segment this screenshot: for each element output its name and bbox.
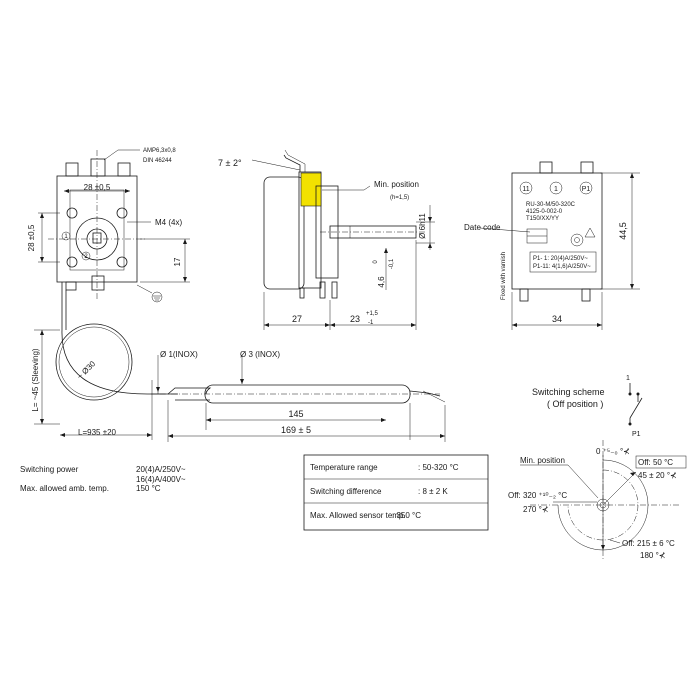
- standard-note: DIN 46244: [143, 158, 172, 164]
- specs-left: Switching power 20(4)A/250V~ 16(4)A/400V…: [20, 465, 186, 493]
- total-length-dim: 169 ± 5: [281, 425, 311, 435]
- spec-switch-diff-label: Switching difference: [310, 487, 382, 496]
- dial-angle-45: 45 ± 20 °⊀: [638, 471, 677, 480]
- side-min-position-sub: (h=1,5): [390, 195, 409, 201]
- specs-table-frame: [303, 454, 489, 531]
- spec-max-sensor-label: Max. Allowed sensor temp.: [310, 511, 406, 520]
- front-terminal-2-label: 2: [84, 254, 88, 260]
- date-code-label: Date code: [464, 223, 501, 232]
- sleeving-note: L= ~45 (Sleeving): [31, 348, 40, 411]
- scheme-pin-1: 1: [626, 375, 630, 382]
- front-screw-hole-br: [116, 256, 128, 268]
- rear-gear-icon: [570, 233, 584, 247]
- spec-switching-power-value-1: 20(4)A/250V~: [136, 465, 186, 474]
- rear-label-line-3: T150/XX/YY: [526, 216, 559, 222]
- fixed-varnish-note: Fixed with varnish: [501, 252, 507, 300]
- front-screw-hole-tl: [66, 207, 78, 219]
- side-bracket: [298, 171, 322, 289]
- spec-max-sensor-value: : 350 °C: [392, 511, 421, 520]
- switching-scheme: Switching scheme ( Off position ) 1 P1: [532, 375, 643, 438]
- dial-zero-label: 0 ⁺⁵₋₀ °⊀: [596, 447, 630, 456]
- screw-note: M4 (4x): [155, 218, 182, 227]
- ground-symbol-icon: [151, 291, 163, 303]
- dial-off-50: Off: 50 °C: [638, 458, 673, 467]
- side-body: [263, 176, 305, 290]
- scheme-subtitle: ( Off position ): [547, 399, 603, 409]
- spec-temp-range-label: Temperature range: [310, 463, 378, 472]
- inox-thin-label: Ø 1(INOX): [160, 350, 198, 359]
- side-mount-plate: [315, 185, 339, 279]
- side-flat-tol-upper: 0: [373, 260, 379, 264]
- rear-body: [511, 172, 603, 290]
- spec-switching-power-label: Switching power: [20, 465, 79, 474]
- side-shaft-dia: Ø 6h11: [418, 213, 427, 239]
- dial-min-position-label: Min. position: [520, 456, 565, 465]
- capillary-view: ~ Ø30 L= ~45 (Sleeving) L=935 ±20 Ø 1(IN…: [31, 323, 446, 442]
- front-top-terminal-right: [117, 162, 131, 177]
- yellow-min-position-marker: [300, 172, 322, 207]
- inox-thick-label: Ø 3 (INOX): [240, 350, 280, 359]
- dial-off-320: Off: 320 ⁺¹⁰₋₂ °C: [508, 491, 567, 500]
- front-width-dim: 28 ±0,5: [84, 183, 111, 192]
- dial-angle-270: 270 °⊀: [523, 505, 548, 514]
- capillary-length-dim: L=935 ±20: [78, 428, 117, 437]
- front-top-terminal-left: [65, 162, 79, 177]
- scheme-title: Switching scheme: [532, 387, 605, 397]
- side-body-depth: 27: [292, 314, 302, 324]
- rear-view: 11 1 P1 RU-30-M/50-320C 4125-0-002-0 T15…: [464, 161, 640, 330]
- rear-width-dim: 34: [552, 314, 562, 324]
- front-offset-dim: 17: [173, 257, 182, 266]
- front-top-terminal-mid: [90, 158, 106, 177]
- side-shaft-len: 23: [350, 314, 360, 324]
- capillary-loop-dia: ~ Ø30: [75, 359, 97, 381]
- rear-label-line-2: 4125-0-002-0: [526, 209, 563, 215]
- side-flat-dim: 4,6: [377, 276, 386, 288]
- spec-temp-range-value: : 50-320 °C: [418, 463, 459, 472]
- rear-mark-p1: P1: [582, 186, 591, 193]
- scheme-pin-p1: P1: [632, 431, 641, 438]
- side-angle-dim: 7 ± 2°: [218, 158, 242, 168]
- rear-mark-11: 11: [522, 186, 529, 193]
- dial-angle-180: 180 °⊀: [640, 551, 665, 560]
- rear-mark-1: 1: [554, 186, 558, 193]
- rear-rating-line-1: P1- 1: 20(4)A/250V~: [533, 256, 588, 262]
- spec-amb-temp-value: 150 °C: [136, 484, 161, 493]
- dial-arc-outer: [557, 459, 649, 551]
- front-screw-hole-tr: [116, 207, 128, 219]
- capillary-coil: [55, 323, 133, 401]
- front-view: 1 2 AMP6,3x0,8 DIN 46244 28 ±0,5 28 ±0,5…: [27, 148, 190, 330]
- side-shaft-tol-lower: -1: [368, 320, 374, 326]
- side-view: 7 ± 2° Min. position (h=1,5) Ø 6h11 4,6 …: [218, 149, 435, 330]
- rear-rating-box: [529, 251, 597, 273]
- front-screw-hole-bl: [66, 256, 78, 268]
- dial-diagram: Min. position 0 ⁺⁵₋₀ °⊀ Off: 50 °C 45 ± …: [508, 440, 687, 560]
- side-flat-tol-lower: -0,1: [389, 258, 395, 269]
- specs-table: Temperature range : 50-320 °C Switching …: [303, 454, 489, 531]
- front-bottom-terminal-mid: [91, 275, 105, 291]
- connector-note: AMP6,3x0,8: [143, 148, 176, 154]
- spec-switch-diff-value: : 8 ± 2 K: [418, 487, 448, 496]
- dial-off-215: Off: 215 ± 6 °C: [622, 539, 675, 548]
- rear-warning-icon: [584, 227, 596, 238]
- front-inner-frame: [69, 189, 125, 271]
- front-height-dim: 28 ±0,5: [27, 224, 36, 251]
- capillary-tube: [61, 329, 178, 395]
- rear-height-dim: 44,5: [618, 222, 628, 240]
- side-shaft-tol-upper: +1,5: [366, 311, 379, 317]
- rear-rating-line-2: P1-11: 4(1,6)A/250V~: [533, 264, 591, 270]
- front-bottom-terminal-left: [65, 281, 77, 291]
- front-terminal-1-label: 1: [64, 234, 68, 240]
- spec-amb-temp-label: Max. allowed amb. temp.: [20, 484, 109, 493]
- spec-switching-power-value-2: 16(4)A/400V~: [136, 475, 186, 484]
- side-min-position-label: Min. position: [374, 180, 419, 189]
- rear-label-line-1: RU-30-M/50-320C: [526, 202, 576, 208]
- bulb-length-dim: 145: [288, 409, 303, 419]
